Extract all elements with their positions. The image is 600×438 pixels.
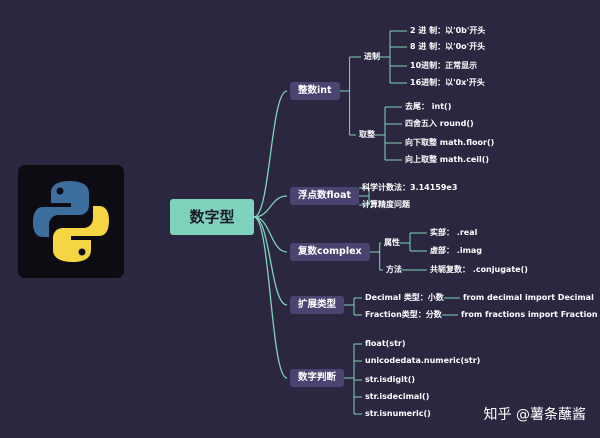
link-root-branch-complex	[253, 216, 288, 253]
branch-int[interactable]: 整数int	[290, 82, 340, 100]
leaf-int-base-16: 16进制：以'0x'开头	[410, 78, 485, 87]
branch-float[interactable]: 浮点数float	[290, 187, 360, 205]
leaf-float-sci: 科学计数法：3.14159e3	[362, 183, 458, 192]
leaf-int-base-8: 8 进 制：以'0o'开头	[410, 42, 486, 51]
leaf-fraction-import: from fractions import Fraction	[461, 310, 598, 319]
sub-int-base[interactable]: 进制	[364, 52, 380, 61]
link-root-branch-extended	[253, 216, 288, 306]
leaf-int-trunc: 去尾： int()	[405, 102, 452, 111]
branch-number-check[interactable]: 数字判断	[290, 369, 345, 387]
leaf-int-round: 四舍五入 round()	[405, 119, 474, 128]
leaf-float-precision: 计算精度问题	[362, 200, 410, 209]
leaf-int-floor: 向下取整 math.floor()	[405, 138, 495, 147]
branch-extended[interactable]: 扩展类型	[290, 296, 345, 314]
leaf-complex-conjugate: 共轭复数： .conjugate()	[430, 265, 528, 274]
link-root-branch-int	[253, 90, 288, 218]
link-complex-attr-leaves	[400, 232, 427, 252]
sub-complex-method[interactable]: 方法	[386, 265, 402, 274]
leaf-check-isdigit: str.isdigit()	[365, 375, 416, 384]
sub-int-round[interactable]: 取整	[359, 130, 375, 139]
leaf-decimal-import: from decimal import Decimal	[463, 293, 594, 302]
leaf-check-unicodedata: unicodedata.numeric(str)	[365, 356, 481, 365]
link-extended-subs	[344, 297, 362, 316]
leaf-check-isnumeric: str.isnumeric()	[365, 409, 431, 418]
link-int-subs	[339, 56, 361, 136]
watermark: 知乎 @薯条蘸酱	[483, 407, 586, 423]
link-float-leaves	[359, 187, 370, 206]
root-node[interactable]: 数字型	[170, 199, 254, 235]
leaf-complex-imag: 虚部： .imag	[430, 246, 483, 255]
python-logo-icon	[33, 181, 109, 262]
leaf-check-float: float(str)	[365, 339, 406, 348]
link-complex-subs	[369, 242, 383, 271]
branch-complex[interactable]: 复数complex	[290, 243, 370, 261]
sub-decimal[interactable]: Decimal 类型：小数	[365, 293, 444, 302]
leaf-int-ceil: 向上取整 math.ceil()	[405, 155, 490, 164]
python-logo-card	[18, 165, 124, 278]
link-check-leaves	[344, 343, 362, 415]
link-root-branch-float	[253, 195, 288, 218]
sub-fraction[interactable]: Fraction类型：分数	[365, 310, 442, 319]
link-int-round-leaves	[375, 106, 402, 161]
leaf-check-isdecimal: str.isdecimal()	[365, 392, 430, 401]
leaf-complex-real: 实部： .real	[430, 228, 478, 237]
link-int-base-leaves	[380, 30, 407, 84]
leaf-int-base-10: 10进制：正常显示	[410, 61, 478, 70]
leaf-int-base-2: 2 进 制：以'0b'开头	[410, 26, 486, 35]
link-root-branch-number-check	[253, 216, 288, 379]
sub-complex-attr[interactable]: 属性	[384, 238, 400, 247]
